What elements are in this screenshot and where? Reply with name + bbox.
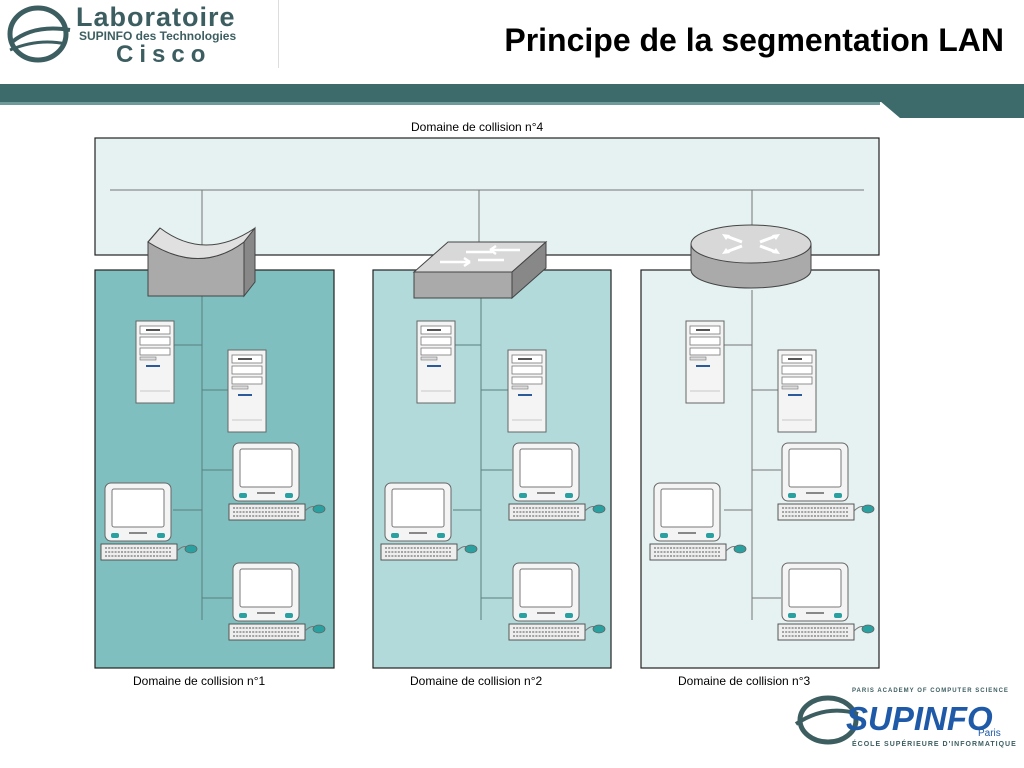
supinfo-tagline-top: PARIS ACADEMY OF COMPUTER SCIENCE [852,688,1009,694]
caption-domain-4: Domaine de collision n°4 [411,120,544,134]
server-tower-icon [685,320,725,404]
switch-icon [412,240,548,300]
router-icon [690,224,812,289]
server-tower-icon [777,349,817,433]
logo-line2: SUPINFO des Technologies [79,29,237,43]
server-tower-icon [135,320,175,404]
globe-logo-icon [7,5,71,63]
server-tower-icon [507,349,547,433]
caption-domain-2: Domaine de collision n°2 [410,674,543,688]
cisco-lab-logo [0,0,279,68]
supinfo-swoosh-icon [794,695,859,745]
logo-line1: Laboratoire [76,2,236,32]
hub-icon [147,226,256,298]
server-tower-icon [416,320,456,404]
page-title: Principe de la segmentation LAN [504,22,1004,58]
supinfo-city: Paris [978,728,1001,739]
caption-domain-1: Domaine de collision n°1 [133,674,266,688]
logo-line3: Cisco [116,41,212,68]
supinfo-brand: SUPINFO [846,700,993,737]
header-banner [0,84,1024,118]
server-tower-icon [227,349,267,433]
caption-domain-3: Domaine de collision n°3 [678,674,811,688]
supinfo-tagline-bottom: ÉCOLE SUPÉRIEURE D'INFORMATIQUE [852,741,1017,748]
